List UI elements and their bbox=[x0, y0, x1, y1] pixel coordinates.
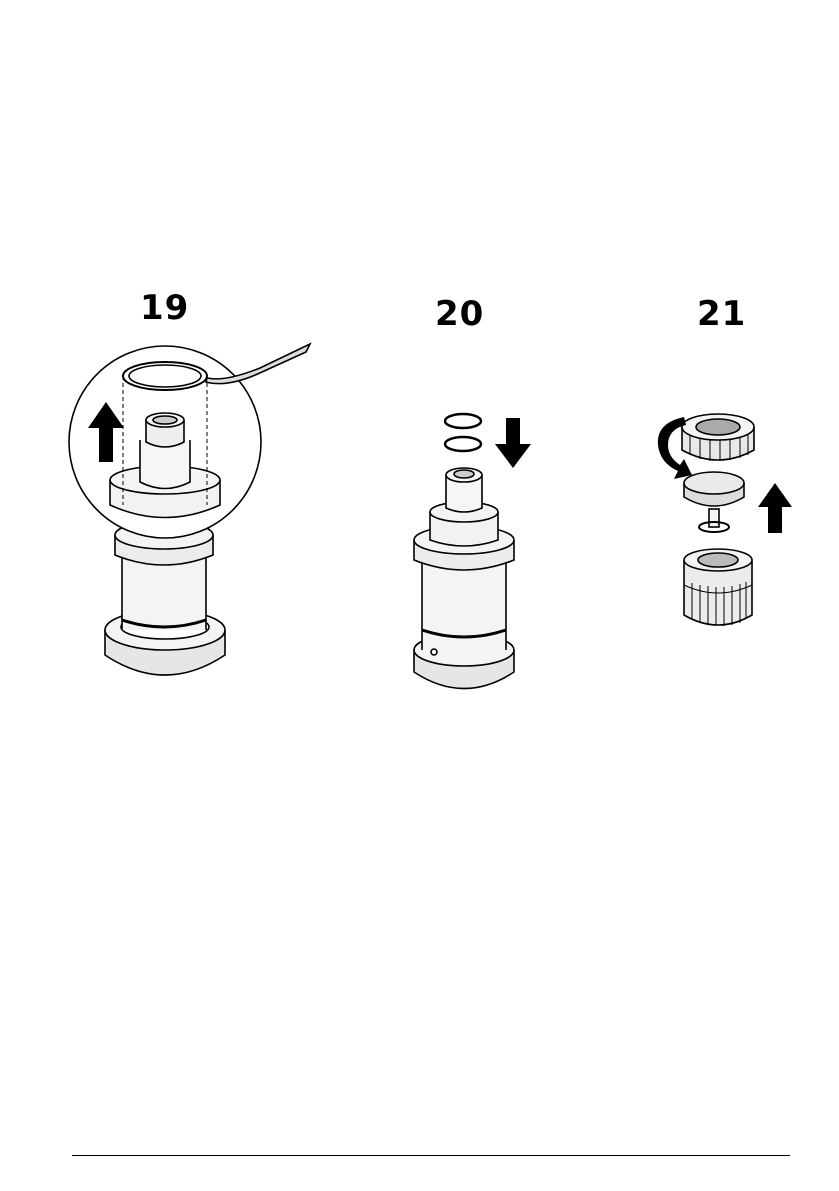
step-19-illustration bbox=[60, 330, 320, 700]
arrow-up-icon bbox=[758, 483, 792, 533]
step-21-illustration bbox=[648, 405, 798, 635]
step-number-20: 20 bbox=[435, 294, 484, 334]
step-number-21: 21 bbox=[697, 294, 746, 334]
footer-rule bbox=[72, 1155, 790, 1156]
step-20-illustration bbox=[400, 400, 560, 700]
step-number-19: 19 bbox=[140, 288, 189, 328]
arrow-down-icon bbox=[495, 418, 531, 468]
